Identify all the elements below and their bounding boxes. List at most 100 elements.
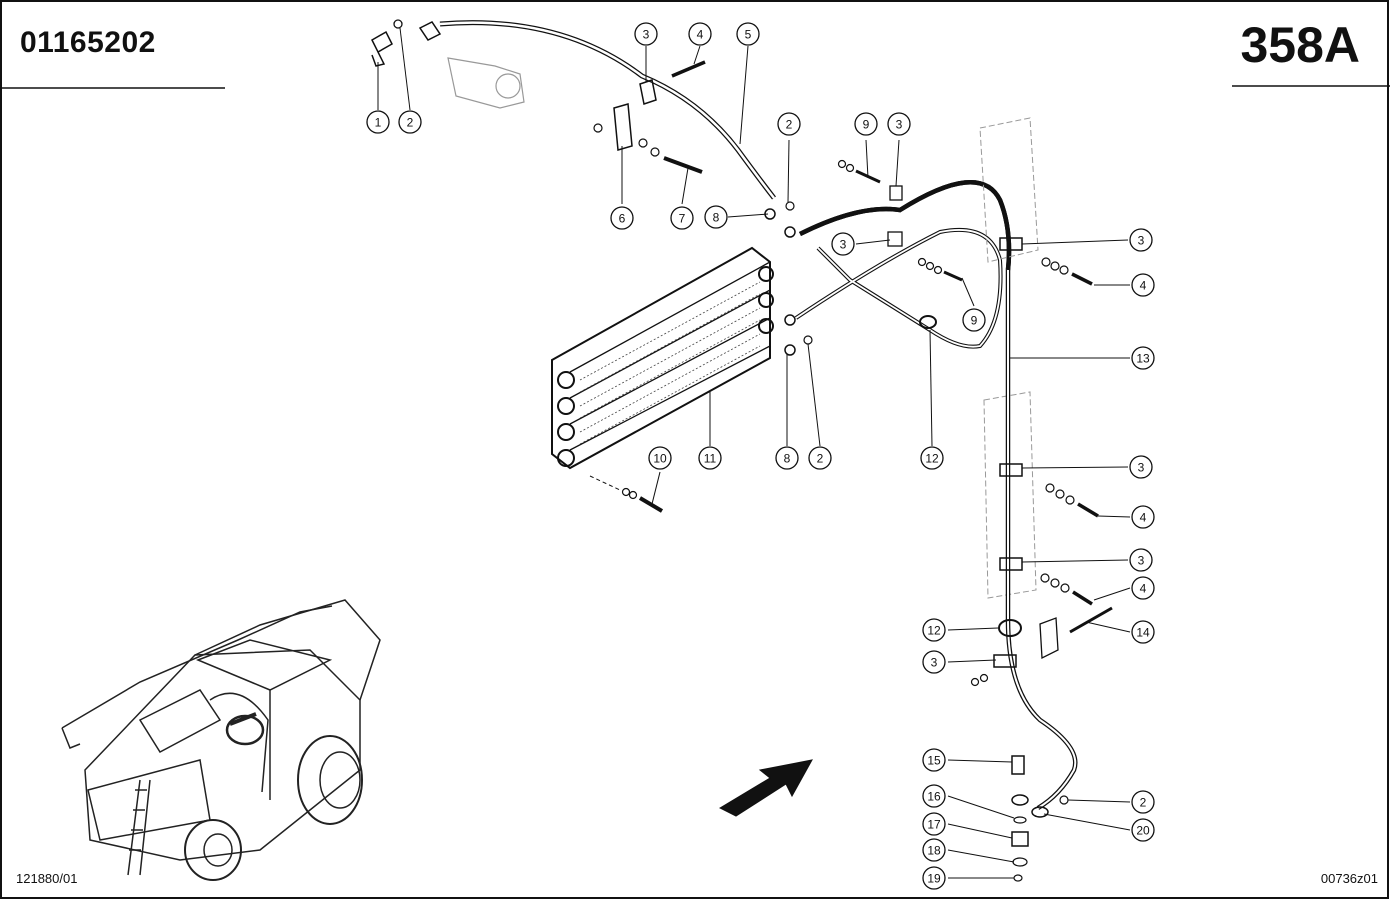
callout-label: 5	[745, 28, 752, 42]
pipe-13-outer	[1005, 270, 1078, 810]
callout-4: 4	[688, 22, 712, 46]
callout-label: 15	[927, 754, 941, 768]
callout-3: 3	[1129, 548, 1153, 572]
callout-label: 20	[1136, 824, 1150, 838]
callout-label: 3	[1138, 461, 1145, 475]
bolt-10	[589, 475, 664, 513]
callout-12: 12	[920, 446, 944, 470]
callout-label: 4	[697, 28, 704, 42]
callout-label: 4	[1140, 511, 1147, 525]
callout-7: 7	[670, 206, 694, 230]
callout-label: 8	[713, 211, 720, 225]
callout-label: 4	[1140, 582, 1147, 596]
pump-housing	[447, 57, 525, 109]
callout-20: 20	[1131, 818, 1155, 842]
callout-3: 3	[1129, 455, 1153, 479]
callout-2: 2	[398, 110, 422, 134]
callout-3: 3	[634, 22, 658, 46]
callout-18: 18	[922, 838, 946, 862]
callout-4: 4	[1131, 505, 1155, 529]
callout-label: 3	[643, 28, 650, 42]
callout-17: 17	[922, 812, 946, 836]
callout-15: 15	[922, 748, 946, 772]
callout-label: 12	[927, 624, 941, 638]
hose-loop-inner	[795, 229, 1002, 348]
callout-9: 9	[962, 308, 986, 332]
callout-3: 3	[1129, 228, 1153, 252]
callout-label: 4	[1140, 279, 1147, 293]
callout-label: 12	[925, 452, 939, 466]
callout-label: 6	[619, 212, 626, 226]
callout-2: 2	[808, 446, 832, 470]
oil-cooler-11	[551, 201, 813, 470]
illustration-reference: 121880/01	[16, 871, 78, 886]
callout-10: 10	[648, 446, 672, 470]
callout-3: 3	[922, 650, 946, 674]
callout-4: 4	[1131, 576, 1155, 600]
callout-8: 8	[775, 446, 799, 470]
callout-5: 5	[736, 22, 760, 46]
bolts-4	[970, 257, 1099, 687]
callout-label: 2	[817, 452, 824, 466]
combine-harvester-illustration	[61, 599, 381, 881]
callout-label: 14	[1136, 626, 1150, 640]
callout-label: 19	[927, 872, 941, 886]
callout-8: 8	[704, 205, 728, 229]
line-clamps	[993, 237, 1113, 668]
hose-upper-inner	[799, 181, 1010, 271]
callout-13: 13	[1131, 346, 1155, 370]
callout-9: 9	[854, 112, 878, 136]
callout-label: 2	[407, 116, 414, 130]
callout-label: 3	[896, 118, 903, 132]
callout-14: 14	[1131, 620, 1155, 644]
callout-label: 7	[679, 212, 686, 226]
hose-lower-outer	[798, 180, 1012, 271]
callout-label: 2	[1140, 796, 1147, 810]
pipe-13-inner	[1007, 270, 1077, 809]
callout-3: 3	[887, 112, 911, 136]
callout-label: 17	[927, 818, 941, 832]
pipe-5-inner	[439, 21, 775, 199]
part-number: 01165202	[20, 26, 156, 59]
upper-right-fittings	[837, 159, 963, 282]
drawing-reference: 00736z01	[1320, 871, 1378, 886]
callout-3: 3	[831, 232, 855, 256]
callout-label: 9	[971, 314, 978, 328]
bracket-6	[593, 60, 706, 174]
callout-2: 2	[1131, 790, 1155, 814]
callout-label: 1	[375, 116, 382, 130]
callout-label: 9	[863, 118, 870, 132]
page-code: 358A	[1240, 17, 1360, 73]
leader-lines	[377, 27, 1131, 879]
callout-label: 3	[931, 656, 938, 670]
callout-1: 1	[366, 110, 390, 134]
drain-fittings	[1011, 755, 1069, 882]
callout-label: 3	[1138, 234, 1145, 248]
callout-label: 16	[927, 790, 941, 804]
callout-label: 10	[653, 452, 667, 466]
frame-plates	[979, 117, 1039, 599]
callout-label: 11	[704, 452, 717, 466]
callout-label: 3	[840, 238, 847, 252]
pipe-5-outer	[439, 20, 776, 200]
callout-2: 2	[777, 112, 801, 136]
callout-11: 11	[698, 446, 722, 470]
callout-label: 18	[927, 844, 941, 858]
callout-label: 8	[784, 452, 791, 466]
callout-16: 16	[922, 784, 946, 808]
upper-fittings	[371, 19, 525, 109]
callout-19: 19	[922, 866, 946, 890]
callout-label: 13	[1136, 352, 1150, 366]
callout-6: 6	[610, 206, 634, 230]
callout-12: 12	[922, 618, 946, 642]
callout-label: 2	[786, 118, 793, 132]
callout-label: 3	[1138, 554, 1145, 568]
direction-arrow	[718, 759, 813, 817]
callout-4: 4	[1131, 273, 1155, 297]
hose-upper-outer	[798, 180, 1012, 271]
grommet-12-upper	[919, 315, 937, 329]
